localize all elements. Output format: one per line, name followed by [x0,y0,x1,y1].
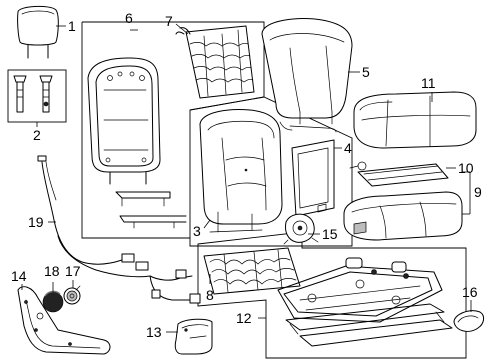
frame-seat-track-assembly [197,231,467,359]
trim-panel-icon [174,318,213,355]
spring-mat-icon [175,25,255,99]
callout-2: 2 [33,127,41,143]
callout-14: 14 [11,268,27,284]
callout-13: 13 [146,324,162,340]
callout-7: 7 [165,13,173,29]
cushion-spring-icon [203,247,301,295]
callout-10: 10 [458,160,474,176]
callout-17: 17 [65,263,81,279]
seat-back-pad-icon [199,109,283,233]
seat-track-icon [277,257,453,347]
side-shield-icon [17,286,111,355]
callout-9: 9 [474,184,482,200]
headrest-guide-icon [7,69,67,123]
recliner-icon [283,213,319,245]
cushion-pad-icon [343,191,463,241]
seat-back-panel-icon [291,139,335,217]
callout-4: 4 [344,140,352,156]
callout-5: 5 [362,64,370,80]
callout-12: 12 [236,310,252,326]
cap-icon [42,290,64,313]
heater-element-icon [349,161,449,187]
callout-labels: 1 2 3 4 5 6 7 8 9 10 11 12 13 14 15 16 1… [11,10,482,340]
handle-icon [453,310,485,332]
seat-back-frame-icon [87,57,187,229]
wire-harness-icon [37,155,201,304]
callout-15: 15 [322,226,338,242]
callout-19: 19 [28,214,44,230]
callout-18: 18 [44,263,60,279]
callout-3: 3 [193,223,201,239]
knob-icon [63,285,81,305]
callout-8: 8 [206,287,214,303]
callout-16: 16 [462,284,478,300]
frame-seat-back-pad-assembly [189,96,353,247]
callout-11: 11 [421,75,436,91]
callout-1: 1 [68,18,76,34]
callout-6: 6 [125,10,133,26]
cushion-cover-icon [353,91,477,149]
headrest-icon [17,5,59,59]
seat-back-cover-icon [261,18,353,133]
